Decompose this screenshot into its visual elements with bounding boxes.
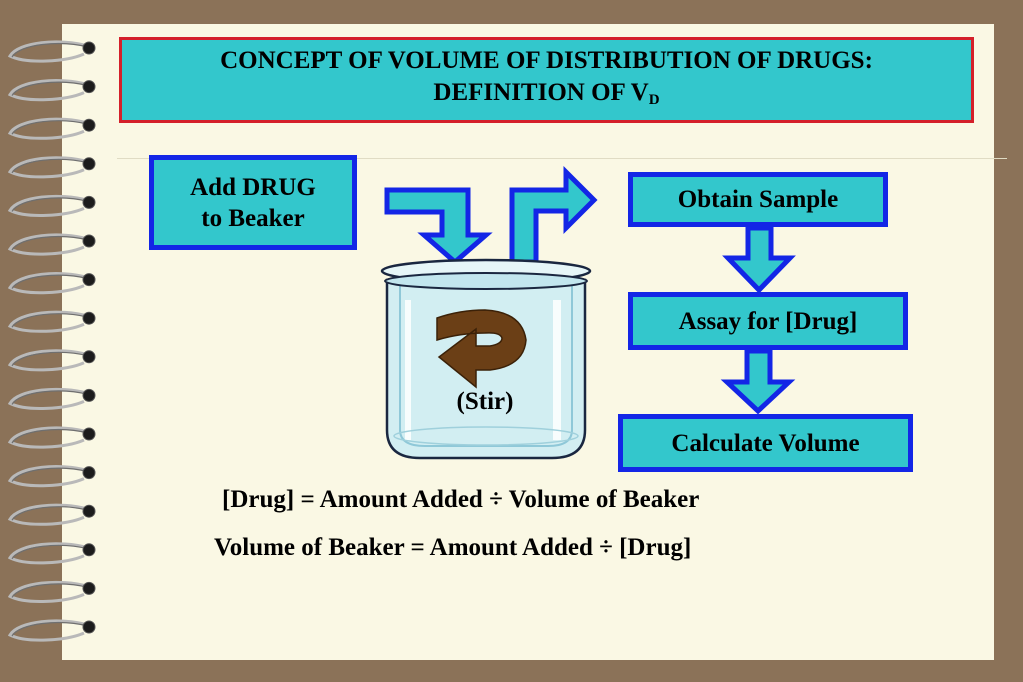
binding-ring	[7, 426, 89, 449]
binding-ring	[7, 117, 89, 140]
binding-ring	[7, 580, 89, 603]
binding-hole	[82, 311, 96, 325]
spiral-binding	[7, 40, 96, 642]
binding-hole	[82, 466, 96, 480]
binding-ring-shadow	[11, 43, 89, 58]
stir-arrow-icon	[436, 309, 527, 389]
binding-ring	[7, 349, 89, 372]
obtain-sample-label: Obtain Sample	[677, 186, 839, 213]
binding-ring-shadow	[11, 158, 89, 174]
divider-line	[117, 158, 1007, 159]
add-drug-line1: Add DRUG	[190, 173, 316, 201]
binding-ring	[7, 465, 89, 488]
assay-box: Assay for [Drug]	[628, 292, 908, 350]
binding-hole	[82, 234, 96, 248]
assay-label: Assay for [Drug]	[678, 307, 858, 335]
add-drug-line2: to Beaker	[201, 204, 305, 232]
binding-hole	[82, 118, 96, 132]
binding-ring-shadow	[11, 120, 89, 135]
binding-ring	[7, 503, 89, 526]
binding-ring	[7, 79, 89, 102]
arrow-out-of-beaker	[509, 165, 598, 265]
title-line2: DEFINITION OF VD	[122, 77, 971, 116]
equation-drug-concentration: [Drug] = Amount Added ÷ Volume of Beaker	[222, 486, 700, 513]
binding-hole	[82, 543, 96, 557]
binding-hole	[82, 581, 96, 595]
binding-ring-shadow	[11, 197, 89, 212]
arrow-assay-to-calculate	[720, 348, 796, 415]
binding-hole	[82, 41, 96, 55]
binding-ring-shadow	[11, 351, 89, 367]
binding-ring	[7, 310, 89, 333]
binding-hole	[82, 157, 96, 171]
binding-ring-shadow	[11, 81, 89, 96]
calculate-volume-box: Calculate Volume	[618, 414, 913, 472]
binding-ring	[7, 40, 89, 63]
arrow-into-beaker	[384, 187, 493, 266]
binding-ring-shadow	[11, 467, 89, 482]
binding-ring	[7, 233, 89, 256]
binding-ring-shadow	[11, 544, 89, 560]
equation-beaker-volume: Volume of Beaker = Amount Added ÷ [Drug]	[214, 534, 692, 561]
title-line2-main: DEFINITION OF V	[433, 78, 649, 106]
binding-hole	[82, 388, 96, 402]
stir-label: (Stir)	[456, 388, 514, 415]
binding-ring-shadow	[11, 583, 89, 598]
binding-hole	[82, 273, 96, 287]
binding-ring	[7, 387, 89, 410]
binding-hole	[82, 350, 96, 364]
binding-ring-shadow	[11, 236, 89, 251]
binding-ring-shadow	[11, 313, 89, 328]
title-subscript: D	[648, 91, 660, 108]
arrow-sample-to-assay	[722, 225, 796, 294]
title-banner: CONCEPT OF VOLUME OF DISTRIBUTION OF DRU…	[119, 37, 974, 123]
title-line1: CONCEPT OF VOLUME OF DISTRIBUTION OF DRU…	[220, 46, 873, 74]
binding-ring	[7, 272, 89, 295]
binding-ring-shadow	[11, 274, 89, 289]
binding-hole	[82, 620, 96, 634]
binding-ring	[7, 619, 89, 642]
add-drug-box: Add DRUG to Beaker	[149, 155, 357, 250]
calculate-volume-label: Calculate Volume	[671, 429, 860, 457]
binding-ring-shadow	[11, 506, 89, 521]
binding-hole	[82, 427, 96, 441]
binding-ring-shadow	[11, 622, 89, 637]
binding-ring-shadow	[11, 390, 89, 405]
binding-hole	[82, 504, 96, 518]
binding-hole	[82, 195, 96, 209]
obtain-sample-box: Obtain Sample	[628, 172, 888, 227]
binding-hole	[82, 80, 96, 94]
binding-ring	[7, 156, 89, 179]
binding-ring	[7, 542, 89, 565]
binding-ring	[7, 194, 89, 217]
binding-ring-shadow	[11, 429, 89, 444]
